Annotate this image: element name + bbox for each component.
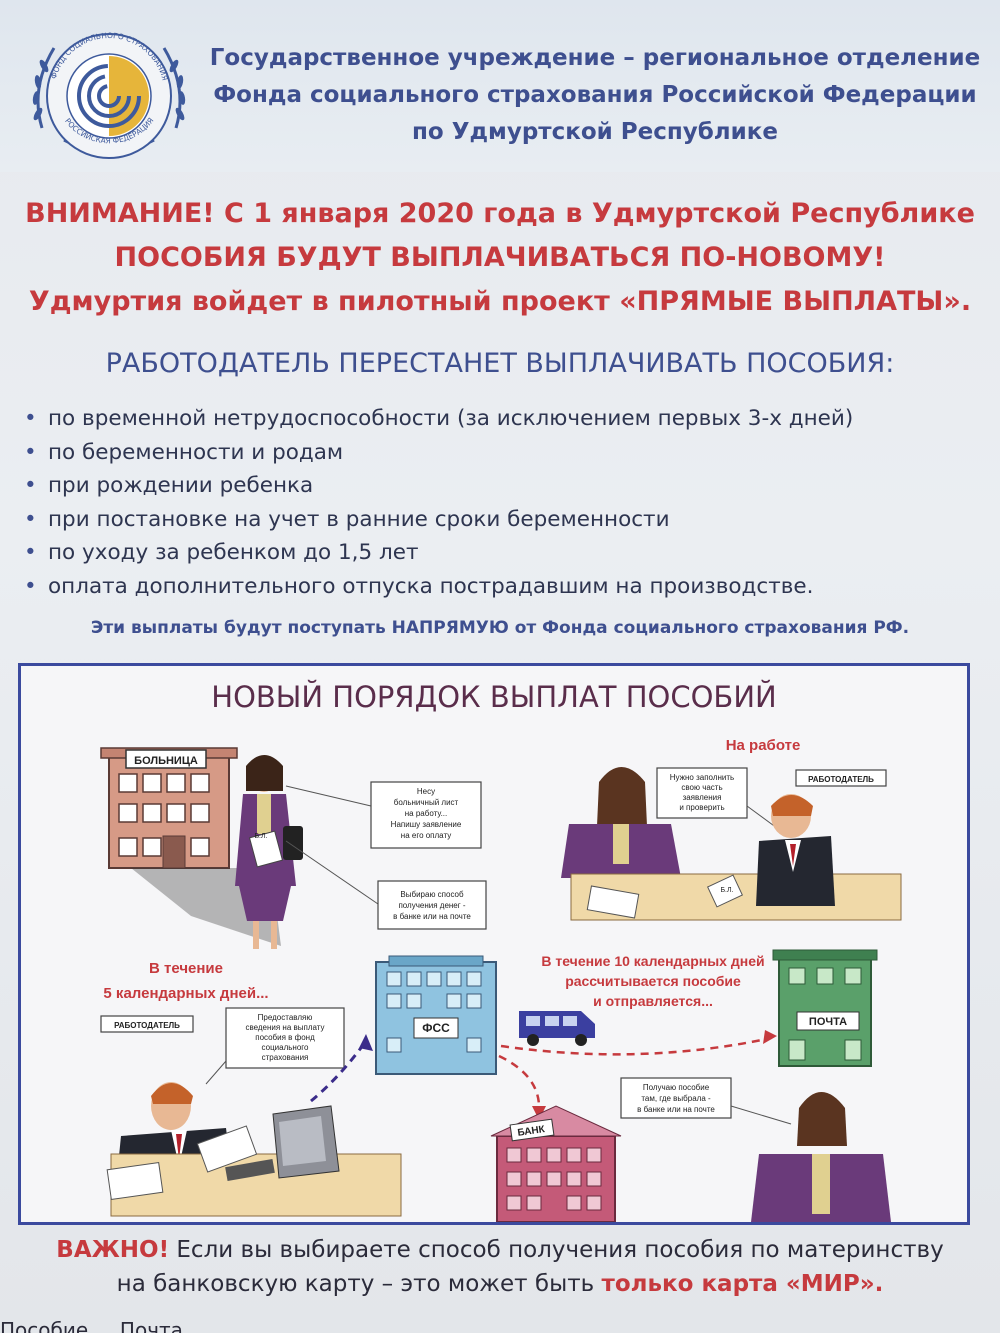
bubble-text: Выбираю способ	[400, 890, 464, 899]
hospital-building	[100, 747, 238, 869]
employer-stops-heading: РАБОТОДАТЕЛЬ ПЕРЕСТАНЕТ ВЫПЛАЧИВАТЬ ПОСО…	[105, 348, 895, 379]
bubble-text: заявления	[683, 793, 722, 802]
fss-logo: ФОНД СОЦИАЛЬНОГО СТРАХОВАНИЯ РОССИЙСКАЯ …	[32, 31, 186, 159]
employer-tag-text: РАБОТОДАТЕЛЬ	[808, 775, 874, 784]
notice-line: ВНИМАНИЕ! С 1 января 2020 года в Удмуртс…	[25, 198, 975, 229]
within-10-days: рассчитывается пособие	[565, 973, 741, 989]
employer-at-computer	[106, 1082, 402, 1217]
bubble-text: Получаю пособие	[643, 1083, 710, 1092]
bubble-choose	[377, 880, 487, 930]
list-item: по уходу за ребенком до 1,5 лет	[22, 536, 992, 570]
woman-with-sick-note	[235, 755, 303, 949]
bubble-text: получения денег -	[398, 901, 465, 910]
list-item: при рождении ребенка	[22, 469, 992, 503]
bubble-text: на работу...	[405, 809, 447, 818]
bubble-fill	[656, 767, 748, 819]
bubble-text: больничный лист	[394, 798, 459, 807]
employer-tag	[100, 1015, 194, 1033]
bubble-text: пособия в фонд	[255, 1033, 315, 1042]
bubble-text: в банке или на почте	[637, 1105, 715, 1114]
list-item: по временной нетрудоспособности (за искл…	[22, 402, 992, 436]
bubble-text: Несу	[417, 787, 435, 796]
bubble-text: там, где выбрала -	[641, 1094, 711, 1103]
bubble-sick-note	[370, 781, 482, 849]
benefit-list: по временной нетрудоспособности (за искл…	[22, 402, 992, 603]
bubble-receive	[620, 1077, 732, 1119]
payment-flow-diagram: БОЛЬНИЦА Б.Л. Несу больничный лист на ра…	[100, 737, 902, 1222]
bubble-text: социального	[262, 1043, 309, 1052]
list-item: оплата дополнительного отпуска пострадав…	[22, 570, 992, 604]
important-text: Если вы выбираете способ получения пособ…	[169, 1237, 944, 1263]
woman-receiving-benefit	[751, 1092, 891, 1222]
notice-line: Удмуртия войдет в пилотный проект «ПРЯМЫ…	[28, 286, 972, 317]
post-office-building	[772, 949, 878, 1067]
list-item: при постановке на учет в ранние сроки бе…	[22, 503, 992, 537]
bank-sign: БАНК	[517, 1124, 547, 1139]
panel-title: НОВЫЙ ПОРЯДОК ВЫПЛАТ ПОСОБИЙ	[211, 680, 777, 714]
employer-tag-text: РАБОТОДАТЕЛЬ	[114, 1021, 180, 1030]
post-sign: ПОЧТА	[809, 1016, 847, 1028]
within-10-days: В течение 10 календарных дней	[541, 953, 764, 969]
bubble-text: на его оплату	[401, 831, 451, 840]
employer-tag	[795, 769, 887, 787]
bubble-text: Предоставляю	[258, 1013, 313, 1022]
bubble-text: Напишу заявление	[391, 820, 462, 829]
bubble-provide	[225, 1007, 345, 1069]
notice-line: ПОСОБИЯ БУДУТ ВЫПЛАЧИВАТЬСЯ ПО-НОВОМУ!	[114, 242, 886, 273]
new-payment-order-panel: БОЛЬНИЦА Б.Л. Несу больничный лист на ра…	[18, 663, 970, 1225]
office-meeting-scene	[561, 767, 902, 921]
org-line: Фонда социального страхования Российской…	[213, 82, 977, 108]
sick-note-label: Б.Л.	[254, 833, 267, 840]
at-work-label: На работе	[726, 737, 801, 754]
delivery-van	[519, 1011, 595, 1046]
bubble-text: страхования	[262, 1053, 309, 1062]
hospital-sign: БОЛЬНИЦА	[134, 755, 198, 767]
attention-notice: ВНИМАНИЕ! С 1 января 2020 года в Удмуртс…	[0, 192, 1000, 324]
important-note: ВАЖНО! Если вы выбираете способ получени…	[0, 1233, 1000, 1301]
important-label: ВАЖНО!	[56, 1237, 170, 1263]
fss-sign: ФСС	[422, 1021, 450, 1035]
org-line: по Удмуртской Республике	[412, 119, 778, 145]
footer-cut-text: Пособие ... Почта ...	[0, 1318, 209, 1333]
bubble-text: сведения на выплату	[245, 1023, 324, 1032]
list-item: по беременности и родам	[22, 436, 992, 470]
direct-payment-note: Эти выплаты будут поступать НАПРЯМУЮ от …	[90, 618, 910, 638]
bubble-text: и проверить	[679, 803, 724, 812]
within-5-days: 5 календарных дней...	[103, 985, 268, 1002]
bank-building	[490, 1105, 622, 1222]
header: ФОНД СОЦИАЛЬНОГО СТРАХОВАНИЯ РОССИЙСКАЯ …	[0, 0, 1000, 172]
mir-card-highlight: только карта «МИР».	[601, 1271, 884, 1297]
fss-building	[375, 955, 497, 1075]
org-line: Государственное учреждение – регионально…	[209, 45, 981, 71]
bubble-text: Нужно заполнить	[670, 773, 734, 782]
bubble-text: свою часть	[681, 783, 722, 792]
within-5-days: В течение	[149, 960, 223, 977]
important-text: на банковскую карту – это может быть	[116, 1271, 602, 1297]
organization-name: Государственное учреждение – регионально…	[205, 40, 985, 151]
sick-note-label: Б.Л.	[720, 887, 733, 894]
within-10-days: и отправляется...	[593, 993, 713, 1009]
bubble-text: в банке или на почте	[393, 912, 471, 921]
